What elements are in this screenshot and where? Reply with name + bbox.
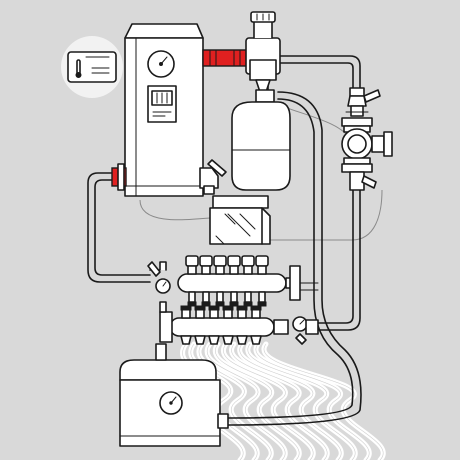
manifold-return-outlet bbox=[194, 305, 206, 345]
manifold-supply-valve bbox=[227, 255, 241, 307]
manifold-supply-valve bbox=[241, 255, 255, 307]
supply-fitting bbox=[202, 49, 248, 67]
manifold-return-outlet bbox=[236, 305, 248, 345]
manifold-supply-valve bbox=[255, 255, 269, 307]
safety-valve-group bbox=[245, 11, 281, 93]
mixing-unit bbox=[209, 195, 271, 245]
manifold-return-outlet bbox=[208, 305, 220, 345]
manifold-supply-valve bbox=[185, 255, 199, 307]
base-heater-unit bbox=[119, 343, 229, 447]
expansion-vessel-icon bbox=[231, 89, 291, 191]
manifold-supply-bar bbox=[147, 255, 319, 307]
manifold-return-outlet bbox=[250, 305, 262, 345]
manifold-return-bar bbox=[159, 301, 319, 345]
circulation-pump-group bbox=[341, 87, 393, 191]
boiler-unit bbox=[111, 23, 204, 197]
manifold-return-outlet bbox=[222, 305, 234, 345]
manifold-supply-valve bbox=[213, 255, 227, 307]
drain-valve bbox=[199, 159, 227, 195]
manifold-return-outlet bbox=[180, 305, 192, 345]
pipes bbox=[87, 55, 362, 426]
manifold-supply-valve bbox=[199, 255, 213, 307]
thermostat-badge bbox=[61, 36, 123, 98]
